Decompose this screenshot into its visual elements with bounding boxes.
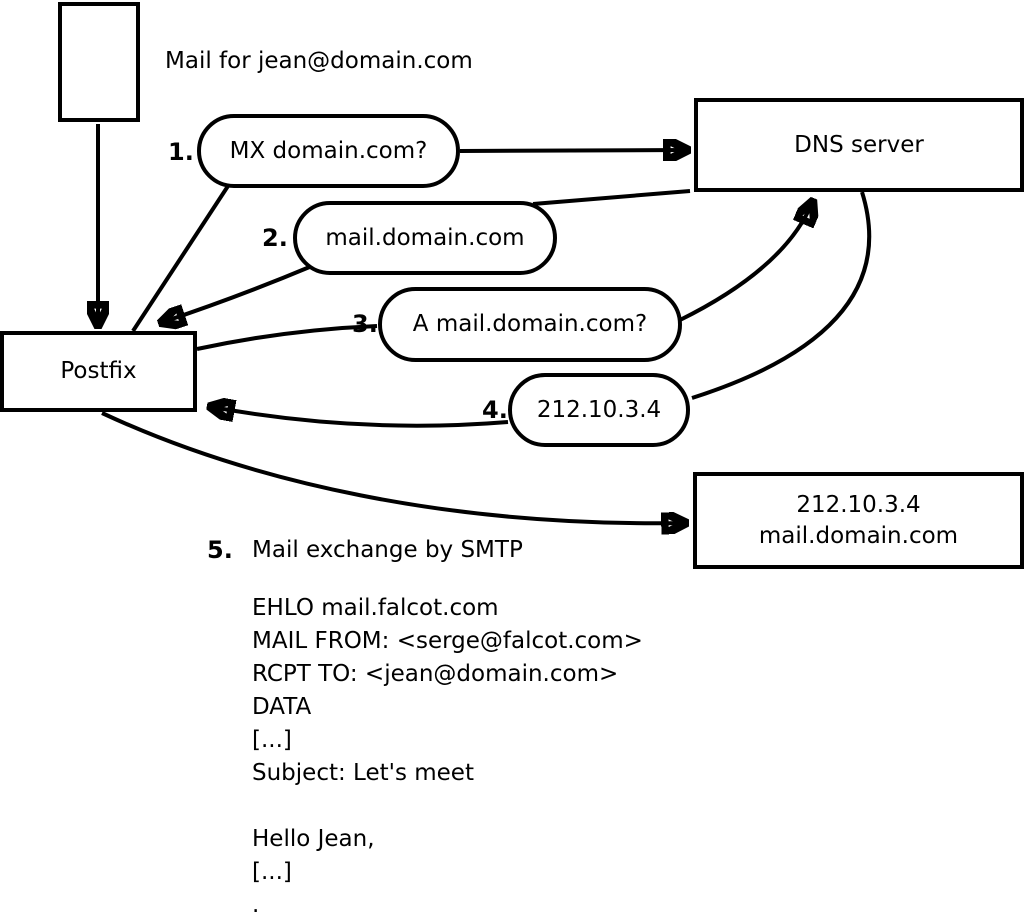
smtp-line: EHLO mail.falcot.com xyxy=(252,595,499,621)
arrow-response4-to-postfix xyxy=(212,407,509,428)
smtp-line-end-of-data: . xyxy=(252,892,260,918)
line-postfix-to-query1 xyxy=(131,184,230,333)
mail-message-box xyxy=(58,2,140,122)
postfix-label: Postfix xyxy=(60,358,137,384)
line-dns-to-response4 xyxy=(691,191,872,400)
step-5-number: 5. xyxy=(207,536,233,564)
mail-server-ip: 212.10.3.4 xyxy=(796,491,921,518)
step-2-pill: mail.domain.com xyxy=(293,201,557,275)
dns-server-label: DNS server xyxy=(794,131,924,158)
smtp-line: Hello Jean, xyxy=(252,826,375,852)
smtp-line: DATA xyxy=(252,694,312,720)
smtp-line: [...] xyxy=(252,859,292,885)
step-4-pill: 212.10.3.4 xyxy=(508,373,690,447)
arrow-query1-to-dns xyxy=(459,150,686,151)
step-5-label: Mail exchange by SMTP xyxy=(252,537,523,563)
step-1-number: 1. xyxy=(168,138,194,166)
smtp-line: Subject: Let's meet xyxy=(252,760,474,786)
arrow-smtp-postfix-to-mailserver xyxy=(101,411,684,523)
step-3-number: 3. xyxy=(352,310,378,338)
step-3-label: A mail.domain.com? xyxy=(412,311,648,337)
line-dns-to-response2 xyxy=(532,189,691,206)
smtp-line-blank xyxy=(252,790,643,823)
step-2-number: 2. xyxy=(262,224,288,252)
mail-server-box: 212.10.3.4 mail.domain.com xyxy=(693,472,1024,569)
smtp-line: MAIL FROM: <serge@falcot.com> xyxy=(252,628,643,654)
smtp-line: RCPT TO: <jean@domain.com> xyxy=(252,661,619,687)
step-2-label: mail.domain.com xyxy=(325,224,525,251)
postfix-box: Postfix xyxy=(0,331,197,412)
step-4-label: 212.10.3.4 xyxy=(536,396,662,423)
arrow-response2-to-postfix xyxy=(163,264,313,322)
mail-server-hostname: mail.domain.com xyxy=(758,522,959,549)
step-3-pill: A mail.domain.com? xyxy=(378,287,682,362)
line-postfix-to-query3 xyxy=(196,324,378,351)
step-1-label: MX domain.com? xyxy=(229,137,428,164)
arrow-query3-to-dns xyxy=(679,203,812,322)
step-1-pill: MX domain.com? xyxy=(197,114,460,188)
smtp-session-block: EHLO mail.falcot.com MAIL FROM: <serge@f… xyxy=(252,592,643,919)
smtp-line: [...] xyxy=(252,727,292,753)
dns-server-box: DNS server xyxy=(694,98,1024,192)
diagram-caption: Mail for jean@domain.com xyxy=(165,48,473,74)
step-4-number: 4. xyxy=(482,396,508,424)
